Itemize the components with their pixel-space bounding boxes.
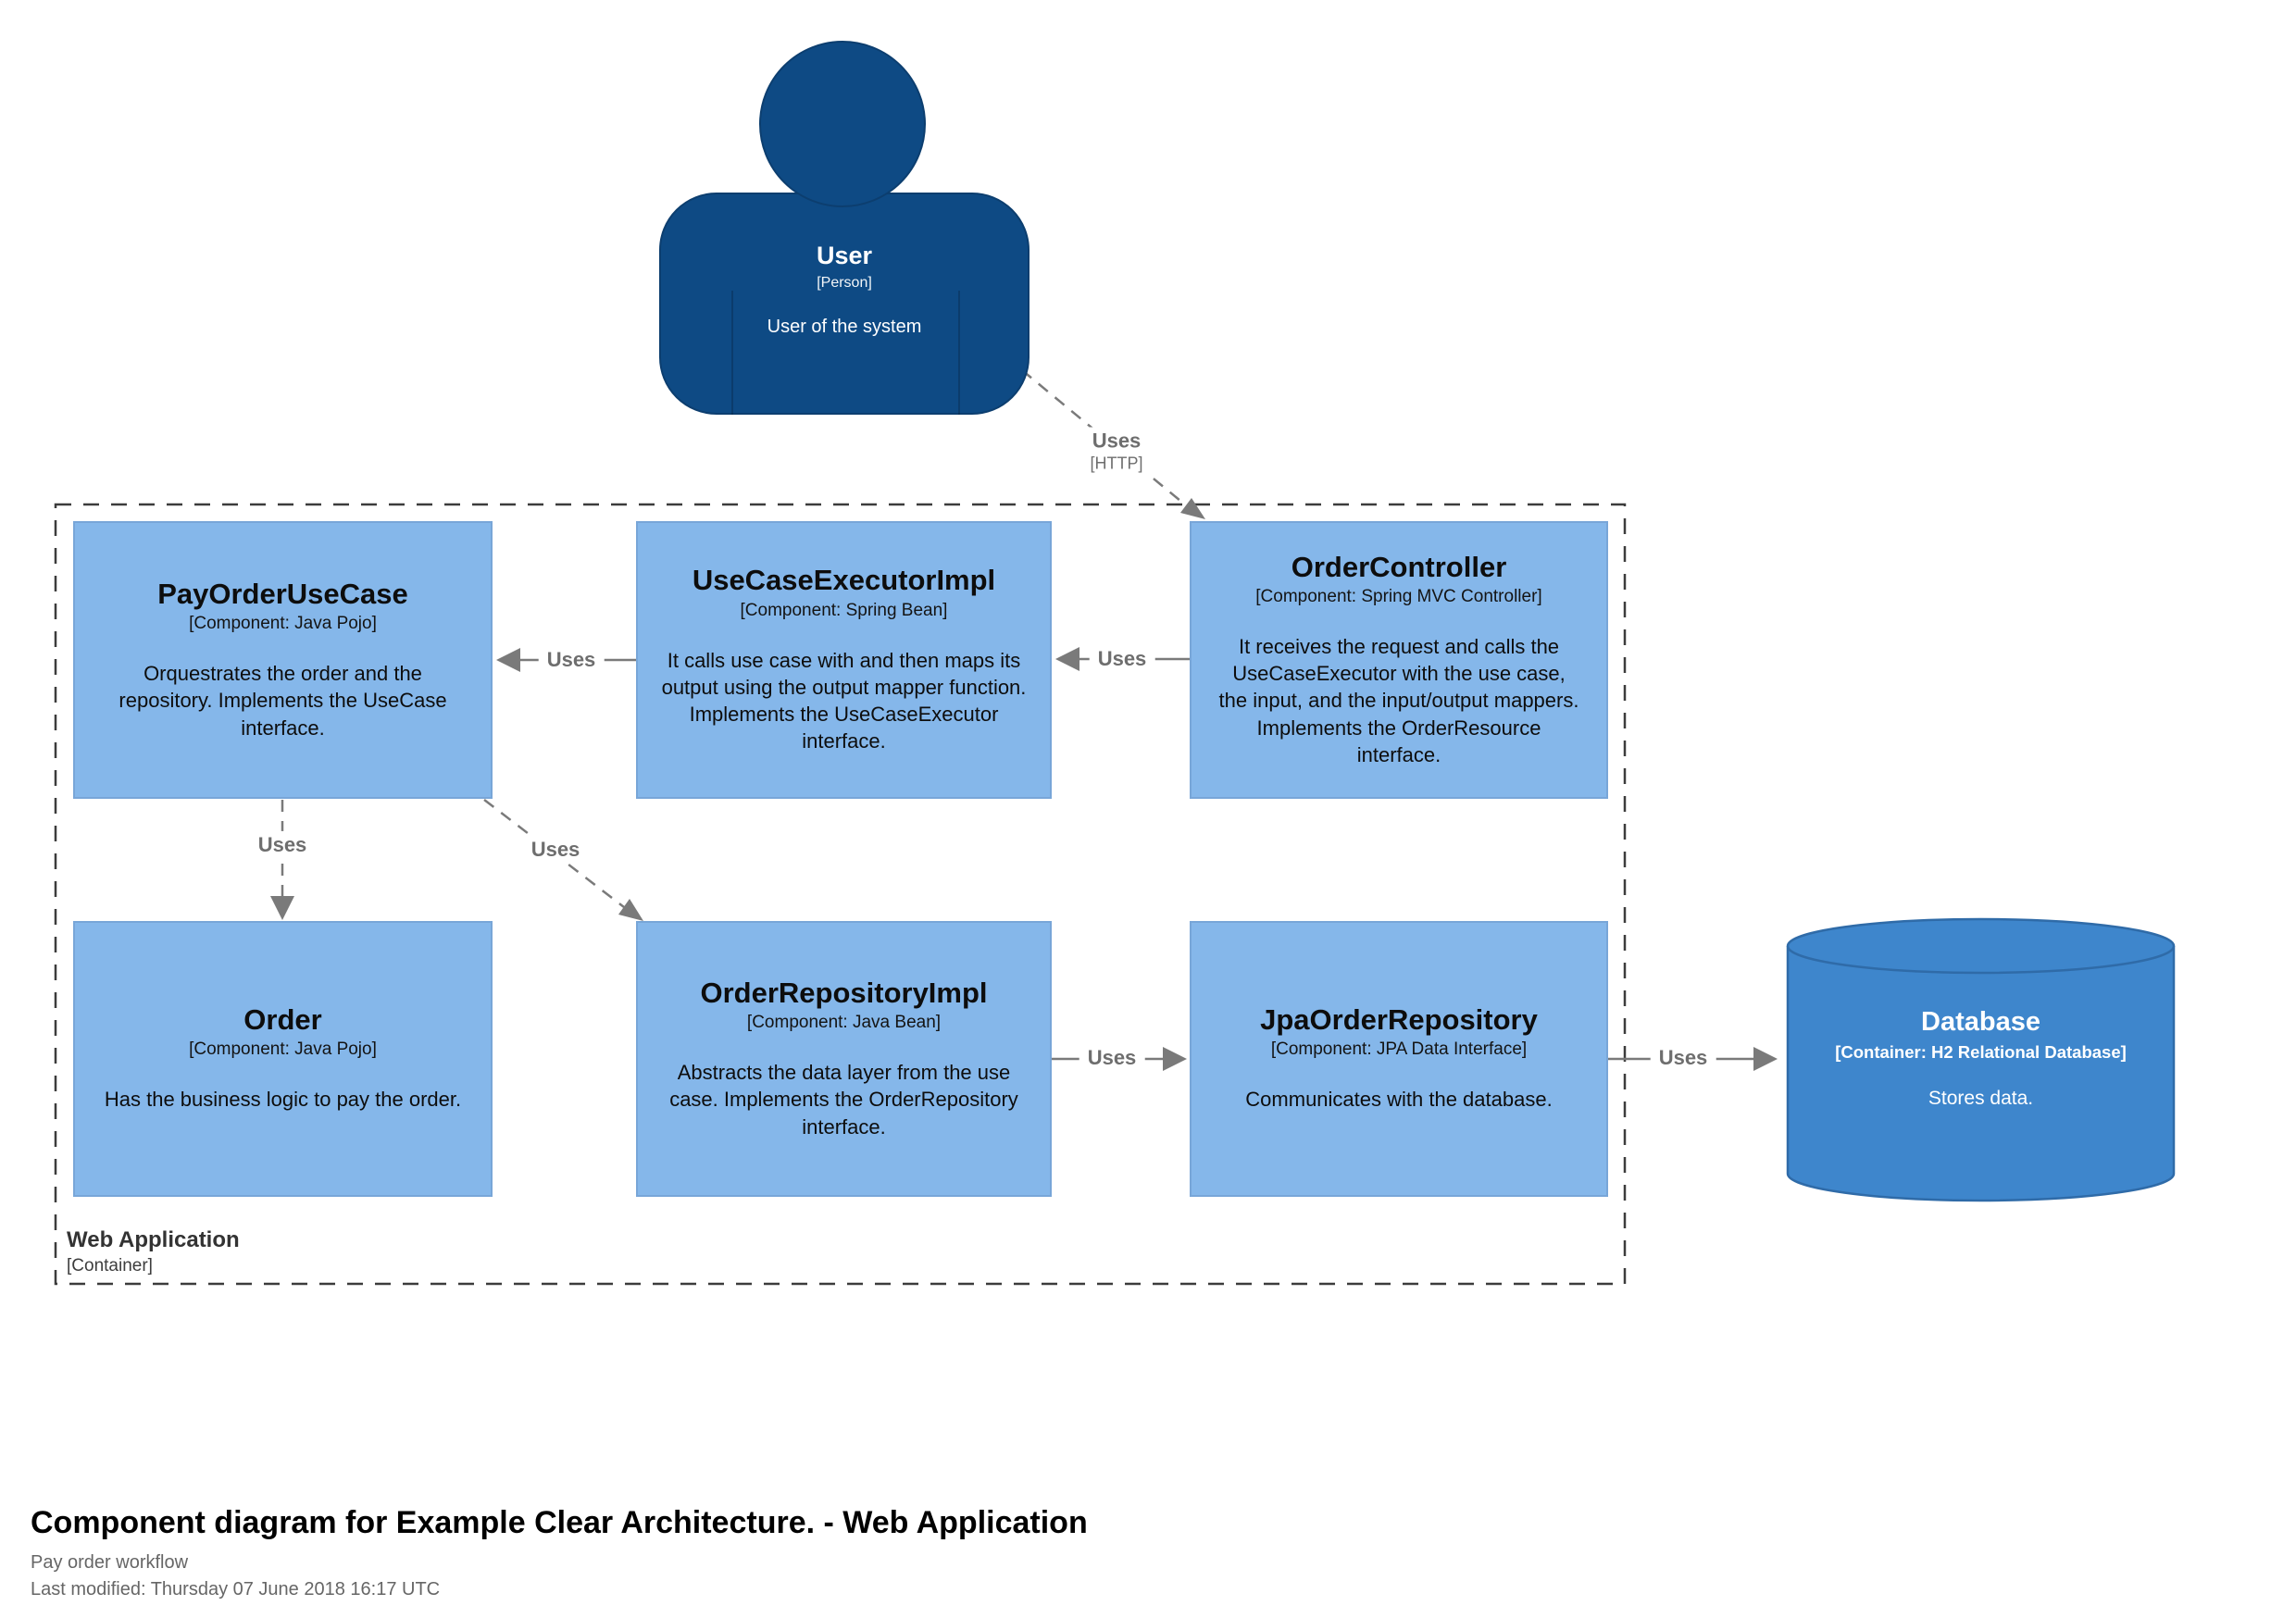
node-usecaseexecutorimpl: UseCaseExecutorImpl [Component: Spring B… — [636, 521, 1052, 799]
arrowhead-ordercontroller-usecaseexecutor — [1055, 647, 1079, 671]
database-name: Database — [1921, 1007, 2040, 1037]
payorderusecase-description: Orquestrates the order and the repositor… — [119, 662, 447, 740]
diagram-subtitle: Pay order workflow — [31, 1552, 189, 1573]
orderrepositoryimpl-meta: [Component: Java Bean] — [746, 1013, 942, 1033]
boundary-meta: [Container] — [67, 1256, 153, 1276]
node-database: Database [Container: H2 Relational Datab… — [1788, 1007, 2174, 1110]
edge-label-user-http: Uses [HTTP] — [1081, 427, 1152, 477]
order-description: Has the business logic to pay the order. — [104, 1088, 462, 1112]
edge-label-usecase-repoimpl: Uses — [522, 835, 589, 865]
edge-label-usecase-order: Uses — [249, 830, 316, 860]
node-user-person: User [Person] User of the system — [659, 193, 1029, 415]
ordercontroller-meta: [Component: Spring MVC Controller] — [1255, 586, 1542, 606]
user-description: User of the system — [767, 316, 922, 337]
node-orderrepositoryimpl: OrderRepositoryImpl [Component: Java Bea… — [636, 921, 1052, 1197]
user-meta: [Person] — [817, 274, 872, 291]
diagram-title: Component diagram for Example Clear Arch… — [31, 1505, 1088, 1540]
ordercontroller-name: OrderController — [1291, 550, 1507, 583]
usecaseexecutorimpl-meta: [Component: Spring Bean] — [740, 600, 948, 620]
edge-label-executor-usecase: Uses — [538, 645, 605, 675]
order-name: Order — [243, 1003, 322, 1037]
node-order: Order [Component: Java Pojo] Has the bus… — [73, 921, 493, 1197]
user-name: User — [816, 242, 873, 269]
arrowhead-payorderusecase-order — [270, 896, 294, 920]
edge-label-user-http-meta: [HTTP] — [1090, 454, 1143, 473]
arrowhead-payorderusecase-orderrepositoryimpl — [618, 899, 643, 921]
usecaseexecutorimpl-name: UseCaseExecutorImpl — [692, 564, 996, 597]
web-application-boundary — [54, 503, 1627, 1286]
person-right-arm-line — [958, 291, 960, 415]
payorderusecase-name: PayOrderUseCase — [157, 578, 408, 611]
database-cylinder — [1786, 917, 2176, 1202]
orderrepositoryimpl-description: Abstracts the data layer from the use ca… — [669, 1061, 1018, 1139]
usecaseexecutorimpl-description: It calls use case with and then maps its… — [661, 648, 1027, 753]
node-jpaorderrepository: JpaOrderRepository [Component: JPA Data … — [1190, 921, 1608, 1197]
jpaorderrepository-meta: [Component: JPA Data Interface] — [1270, 1039, 1528, 1060]
payorderusecase-meta: [Component: Java Pojo] — [189, 614, 377, 634]
user-person-head-icon — [759, 41, 926, 207]
boundary-name: Web Application — [67, 1227, 240, 1252]
edge-user-ordercontroller — [1021, 369, 1187, 506]
edge-label-user-http-text: Uses — [1092, 429, 1142, 453]
edge-label-controller-executor: Uses — [1089, 644, 1155, 674]
order-meta: [Component: Java Pojo] — [189, 1039, 377, 1060]
diagram-last-modified: Last modified: Thursday 07 June 2018 16:… — [31, 1579, 441, 1599]
node-ordercontroller: OrderController [Component: Spring MVC C… — [1190, 521, 1608, 799]
arrowhead-orderrepositoryimpl-jpaorderrepository — [1163, 1047, 1187, 1071]
arrowhead-usecaseexecutor-payorderusecase — [496, 648, 520, 672]
arrowhead-user-ordercontroller — [1180, 498, 1205, 519]
database-description: Stores data. — [1928, 1088, 2034, 1109]
web-application-boundary-label: Web Application [Container] — [67, 1227, 240, 1276]
edge-label-jpa-db: Uses — [1650, 1043, 1716, 1073]
node-payorderusecase: PayOrderUseCase [Component: Java Pojo] O… — [73, 521, 493, 799]
person-left-arm-line — [731, 291, 733, 415]
database-meta: [Container: H2 Relational Database] — [1835, 1042, 2127, 1062]
arrowhead-jpaorderrepository-database — [1753, 1047, 1778, 1071]
jpaorderrepository-name: JpaOrderRepository — [1260, 1003, 1538, 1037]
edge-label-repoimpl-jpa: Uses — [1079, 1043, 1145, 1073]
diagram-footer: Component diagram for Example Clear Arch… — [31, 1505, 1088, 1600]
orderrepositoryimpl-name: OrderRepositoryImpl — [700, 977, 988, 1010]
jpaorderrepository-description: Communicates with the database. — [1245, 1088, 1553, 1112]
ordercontroller-description: It receives the request and calls the Us… — [1218, 634, 1579, 766]
